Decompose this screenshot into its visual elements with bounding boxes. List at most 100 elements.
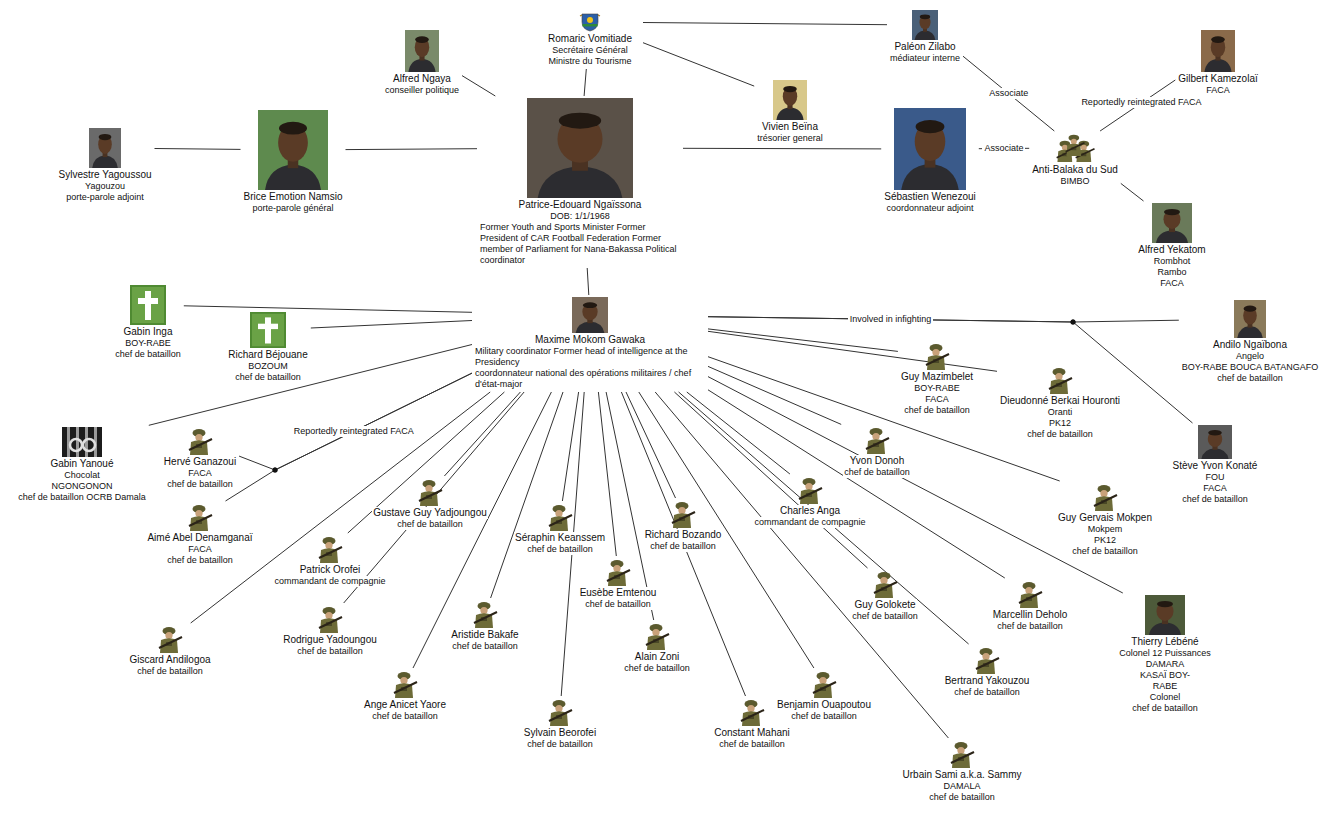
person-name: Stève Yvon Konaté	[1172, 460, 1259, 472]
soldier-icon	[317, 605, 343, 633]
person-name: Giscard Andilogoa	[128, 654, 211, 666]
person-node: Patrick Orofeicommandant de compagnie	[273, 535, 386, 587]
person-attribute: porte-parole adjoint	[65, 192, 145, 203]
connector	[413, 392, 551, 668]
group-icon	[1055, 133, 1095, 163]
person-attribute: porte-parole général	[251, 203, 334, 214]
person-attribute: chef de bataillon	[843, 467, 911, 478]
person-name: Guy Gervais Mokpen	[1057, 512, 1153, 524]
connector-line	[708, 329, 898, 352]
person-name: Guy Mazimbelet	[900, 371, 974, 383]
person-node: Richard BéjouaneBOZOUMchef de bataillon	[227, 312, 309, 383]
person-name: Séraphin Keanssem	[514, 532, 606, 544]
person-name: Ange Anicet Yaore	[363, 699, 447, 711]
connector-line	[708, 390, 1005, 578]
person-name: Hervé Ganazoui	[163, 456, 237, 468]
person-photo	[912, 10, 938, 40]
connector-line	[708, 366, 841, 424]
person-node: Benjamin Ouapoutouchef de bataillon	[776, 670, 872, 722]
person-attribute: chef de bataillon	[851, 611, 919, 622]
connector	[687, 392, 790, 474]
person-attribute: Secrétaire Général Ministre du Tourisme	[539, 45, 641, 67]
connector	[348, 392, 505, 533]
soldier-icon	[949, 740, 975, 768]
person-name: Yvon Donoh	[849, 455, 906, 467]
person-node: Thierry LébénéColonel 12 PuissancesDAMAR…	[1118, 595, 1212, 714]
edge-label: Reportedly reintegrated FACA	[1079, 97, 1203, 108]
person-name: Constant Mahani	[713, 727, 791, 739]
person-node: Anti-Balaka du SudBIMBO	[1031, 133, 1119, 187]
person-node: Ange Anicet Yaorechef de bataillon	[363, 670, 447, 722]
person-name: Marcellin Deholo	[992, 609, 1068, 621]
person-name: Eusèbe Emtenou	[579, 587, 658, 599]
person-attribute: BOZOUM	[247, 361, 289, 372]
person-attribute: chef de bataillon	[584, 599, 652, 610]
emblem-icon	[579, 12, 601, 32]
person-node: Maxime Mokom GawakaMilitary coordinator …	[474, 297, 706, 390]
connector-line	[444, 392, 520, 476]
person-attribute: chef de bataillon	[649, 541, 717, 552]
person-attribute: chef de bataillon	[1071, 546, 1139, 557]
person-attribute: chef de bataillon	[996, 621, 1064, 632]
person-name: Richard Bozando	[644, 529, 723, 541]
person-attribute: coordonnateur national des opérations mi…	[474, 368, 706, 390]
person-photo	[89, 128, 121, 168]
person-attribute: Angelo	[1235, 351, 1265, 362]
connector	[679, 392, 969, 644]
person-name: Gustave Guy Yadjoungou	[372, 507, 488, 519]
junction-dot	[273, 468, 278, 473]
person-attribute: DOB: 1/1/1968	[549, 211, 611, 222]
person-photo	[894, 108, 966, 190]
person-attribute: chef de bataillon	[114, 349, 182, 360]
soldier-icon	[974, 646, 1000, 674]
person-photo	[1198, 425, 1232, 459]
connector-line	[155, 148, 241, 150]
person-attribute: BOY-RABE BOUCA BATANGAFO	[1181, 362, 1319, 373]
deceased-icon	[250, 312, 286, 348]
connector-line	[191, 392, 491, 623]
person-photo	[572, 297, 608, 333]
soldier-icon	[317, 535, 343, 563]
person-node: Guy MazimbeletBOY-RABEFACAchef de batail…	[900, 342, 974, 416]
person-name: Alain Zoni	[634, 651, 680, 663]
connector-line	[226, 373, 473, 501]
connector	[462, 76, 495, 96]
connector	[149, 345, 472, 426]
person-node: Alfred Ngayaconseiller politique	[384, 30, 460, 96]
person-node: Aimé Abel DenamganaïFACAchef de bataillo…	[146, 503, 253, 566]
connector	[708, 390, 1005, 578]
person-node: Paléon Zilabomédiateur interne	[889, 10, 961, 64]
connector	[683, 148, 881, 150]
person-node: Andilo NgaïbonaAngeloBOY-RABE BOUCA BATA…	[1181, 300, 1319, 384]
person-node: Séraphin Keanssemchef de bataillon	[514, 503, 606, 555]
person-attribute: chef de bataillon	[234, 372, 302, 383]
soldier-icon	[472, 600, 498, 628]
person-name: Guy Golokete	[853, 599, 916, 611]
person-attribute: Colonel	[1149, 692, 1182, 703]
person-name: Benjamin Ouapoutou	[776, 699, 872, 711]
person-photo	[1145, 595, 1185, 635]
person-attribute: Oranti	[1047, 407, 1074, 418]
person-photo	[527, 98, 633, 198]
connector	[184, 306, 472, 313]
person-name: Alfred Yekatom	[1137, 244, 1206, 256]
person-attribute: médiateur interne	[889, 53, 961, 64]
connector-line	[584, 69, 586, 96]
soldier-icon	[1017, 580, 1043, 608]
connector	[606, 392, 654, 620]
connector-line	[462, 76, 495, 96]
detained-icon	[62, 427, 102, 457]
person-node: Charles Angacommandant de compagnie	[753, 476, 866, 528]
person-name: Thierry Lébéné	[1130, 636, 1199, 648]
person-name: Alfred Ngaya	[392, 73, 452, 85]
person-node: Gustave Guy Yadjoungouchef de bataillon	[372, 478, 488, 530]
person-node: Aristide Bakafechef de bataillon	[450, 600, 519, 652]
person-node: Brice Emotion Namsioporte-parole général	[243, 110, 344, 214]
soldier-icon	[872, 570, 898, 598]
edge-label: Associate	[987, 88, 1030, 99]
connector-line	[708, 377, 1123, 593]
connector-line	[679, 392, 969, 644]
edge-label: Associate	[982, 143, 1025, 154]
person-name: Sébastien Wenezoui	[883, 191, 977, 203]
person-attribute: chef de bataillon	[451, 641, 519, 652]
